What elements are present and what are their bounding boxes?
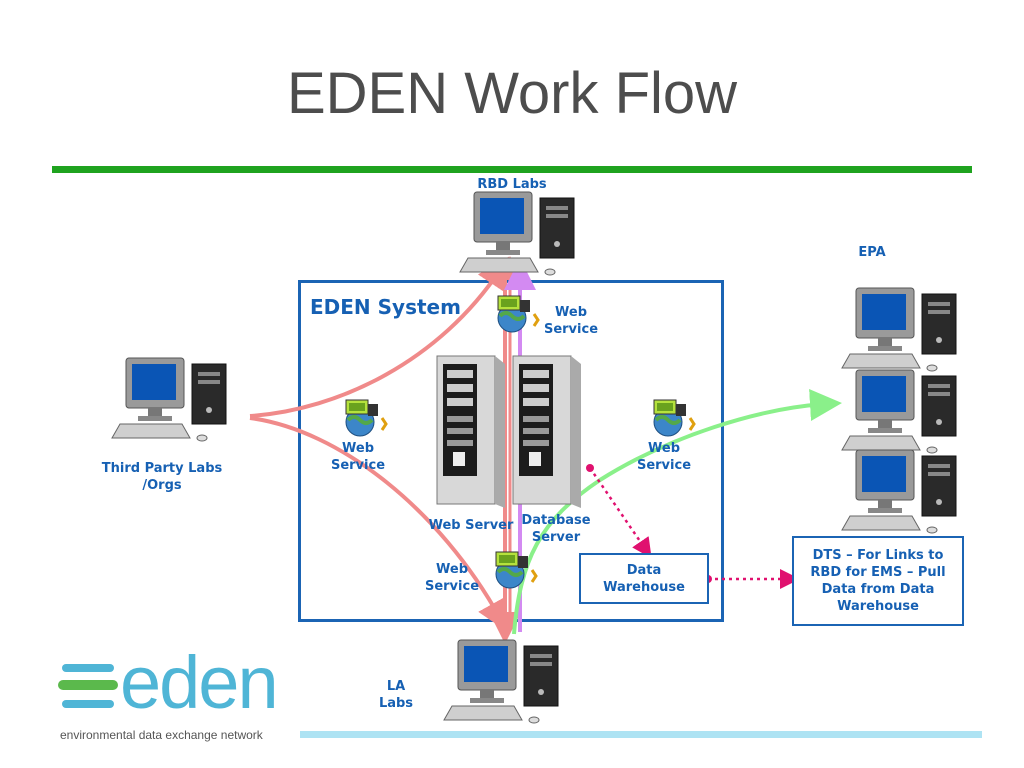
database-server-icon — [512, 355, 582, 509]
web-service-right-label: Web Service — [636, 441, 692, 473]
web-server-icon — [436, 355, 506, 509]
title-divider — [52, 166, 972, 173]
footer-bar — [300, 731, 982, 738]
logo-mark-top — [62, 664, 114, 672]
rbd-labs-computer-icon — [459, 191, 575, 276]
la-labs-label: LA Labs — [378, 679, 414, 711]
epa-computer-1-icon — [841, 287, 957, 372]
rbd-labs-label: RBD Labs — [477, 177, 547, 192]
web-service-left-label: Web Service — [330, 441, 386, 473]
epa-label: EPA — [858, 245, 886, 260]
database-server-label: Database Server — [521, 513, 591, 545]
eden-logo-tagline: environmental data exchange network — [60, 728, 263, 742]
la-labs-computer-icon — [443, 639, 559, 724]
web-service-right-icon — [652, 398, 696, 438]
dts-note-box: DTS – For Links to RBD for EMS – Pull Da… — [792, 536, 964, 626]
flow-third-party-to-la — [249, 416, 508, 632]
flow-db-to-warehouse — [588, 467, 652, 559]
web-service-top-label: Web Service — [543, 305, 599, 337]
flow-la-to-epa — [512, 389, 842, 635]
page-title: EDEN Work Flow — [286, 61, 738, 126]
third-party-computer-icon — [111, 357, 227, 442]
data-warehouse-box: Data Warehouse — [579, 553, 709, 604]
logo-mark-middle — [58, 680, 118, 690]
web-service-left-icon — [344, 398, 388, 438]
epa-computer-3-icon — [841, 449, 957, 534]
web-service-bottom-label: Web Service — [424, 562, 480, 594]
third-party-label: Third Party Labs /Orgs — [101, 461, 223, 493]
epa-computer-2-icon — [841, 369, 957, 454]
web-service-top-icon — [496, 294, 540, 334]
logo-mark-bottom — [62, 700, 114, 708]
flow-third-party-to-rbd — [249, 256, 509, 418]
web-server-label: Web Server — [428, 518, 514, 533]
eden-logo-word: eden — [120, 641, 279, 724]
eden-system-title: EDEN System — [310, 295, 461, 319]
